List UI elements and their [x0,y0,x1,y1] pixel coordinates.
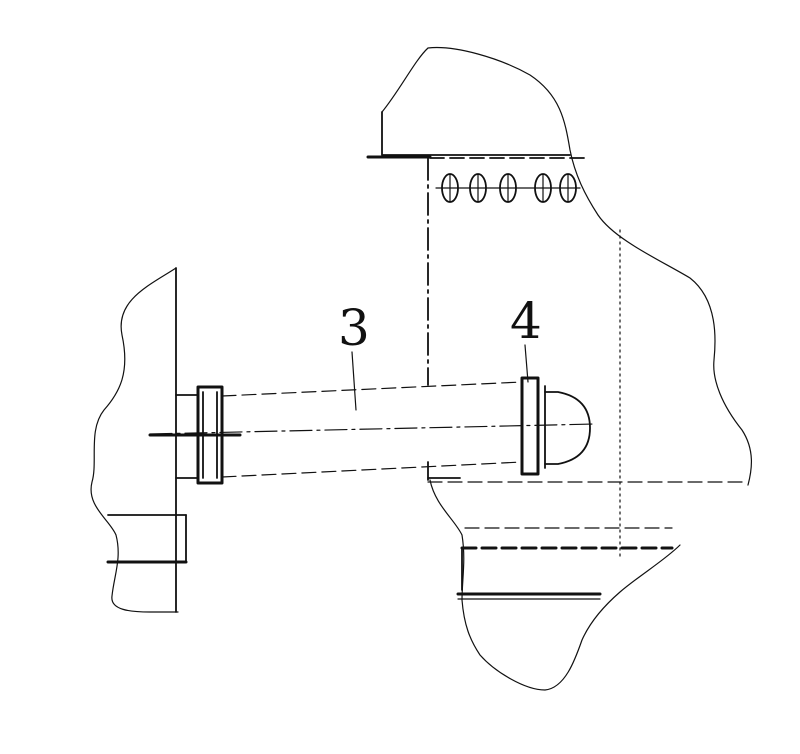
pipe-bottom-edge [221,461,523,478]
left-wall-section [90,267,199,613]
upper-break-line [381,46,752,486]
leader-3 [351,351,357,411]
end-cap-part-4 [520,376,591,476]
dome-cap [544,391,591,465]
top-bracket [381,111,571,156]
lower-structure [456,527,674,600]
label-3: 3 [338,299,370,357]
pipe-top-edge [221,381,523,397]
lower-break-line [429,479,681,691]
label-4: 4 [510,292,542,350]
left-break-line [90,267,179,613]
bolt-row [435,173,581,203]
right-vessel-section [366,46,752,691]
leader-4 [524,344,529,383]
